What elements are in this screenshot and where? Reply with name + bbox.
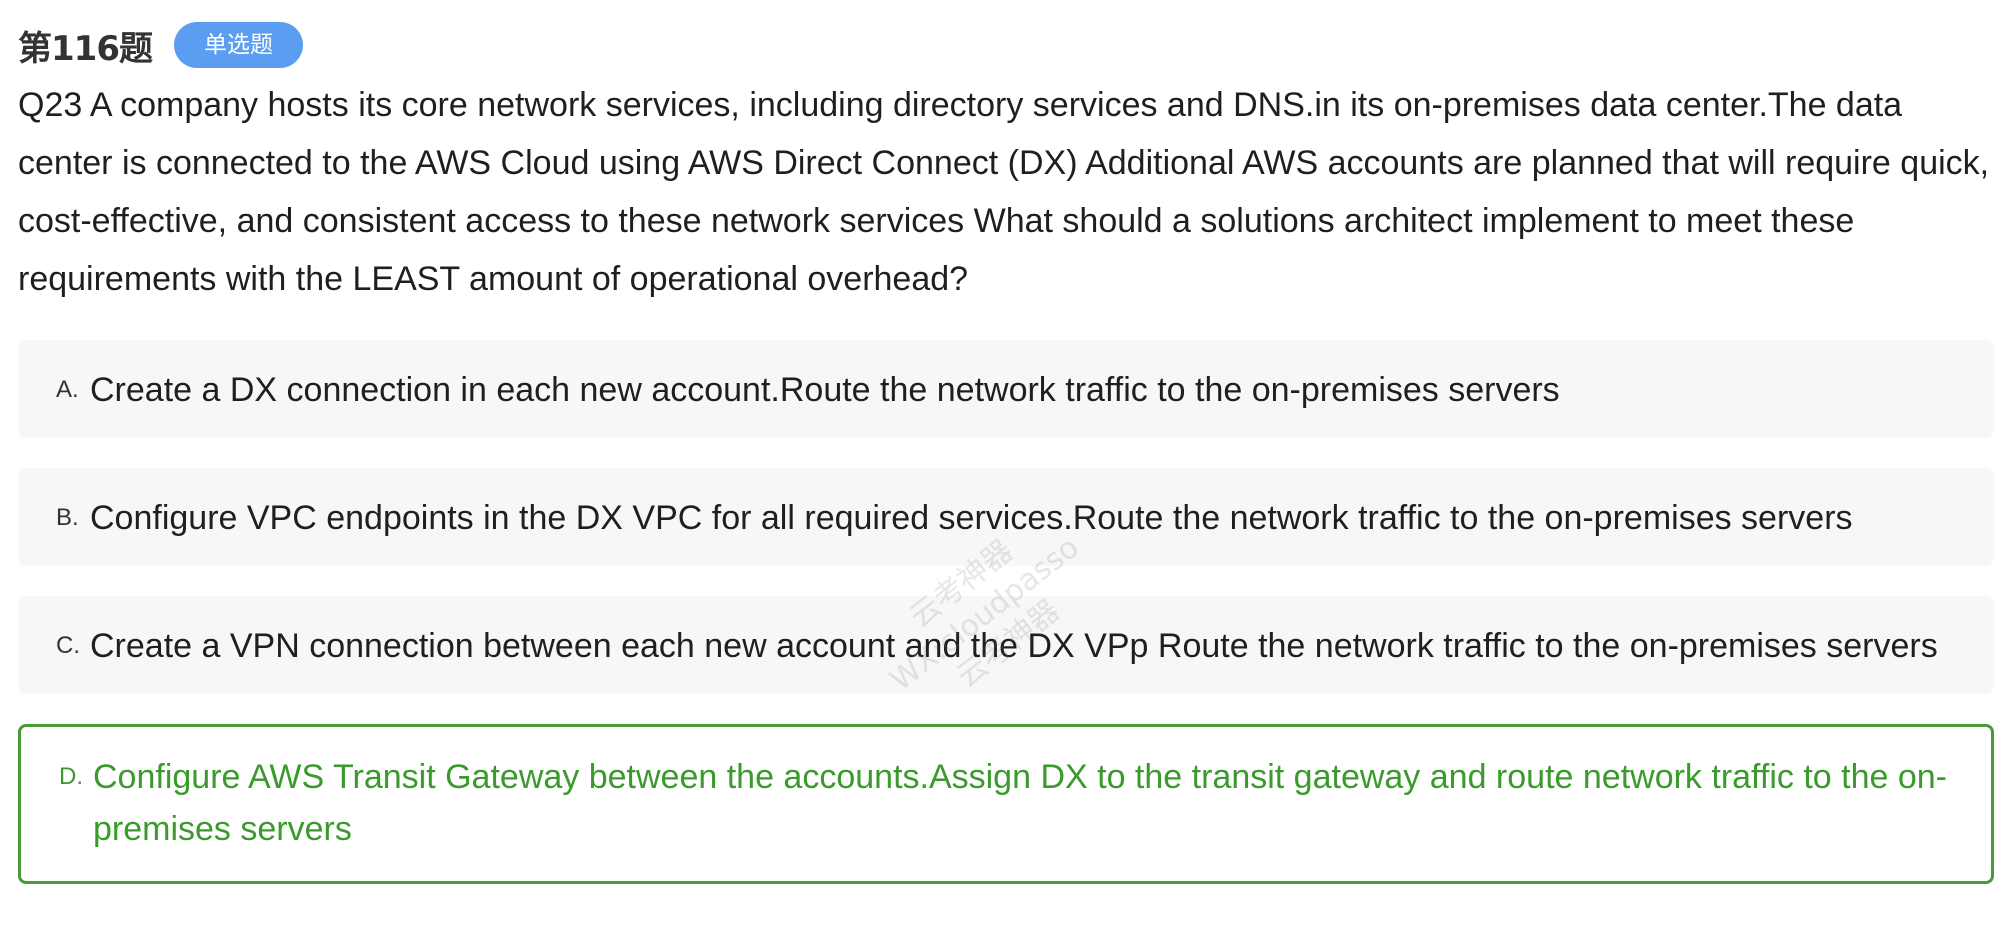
option-letter: A. bbox=[56, 376, 79, 403]
option-text: Configure VPC endpoints in the DX VPC fo… bbox=[90, 499, 1853, 537]
options-list: A. Create a DX connection in each new ac… bbox=[18, 340, 1994, 884]
question-number: 第116题 bbox=[18, 28, 153, 69]
option-a[interactable]: A. Create a DX connection in each new ac… bbox=[18, 340, 1994, 438]
option-letter: C. bbox=[56, 632, 80, 659]
question-header: 第116题 单选题 bbox=[18, 22, 1994, 69]
option-letter: B. bbox=[56, 504, 79, 531]
option-c[interactable]: C. Create a VPN connection between each … bbox=[18, 596, 1994, 694]
question-type-badge: 单选题 bbox=[173, 22, 303, 68]
option-d-correct[interactable]: D. Configure AWS Transit Gateway between… bbox=[18, 724, 1994, 884]
question-card: 第116题 单选题 Q23 A company hosts its core n… bbox=[18, 22, 1994, 914]
option-letter: D. bbox=[59, 763, 83, 790]
option-text: Create a DX connection in each new accou… bbox=[90, 371, 1560, 409]
option-b[interactable]: B. Configure VPC endpoints in the DX VPC… bbox=[18, 468, 1994, 566]
option-text: Create a VPN connection between each new… bbox=[90, 627, 1938, 665]
option-text: Configure AWS Transit Gateway between th… bbox=[93, 758, 1947, 848]
question-text: Q23 A company hosts its core network ser… bbox=[18, 86, 1990, 298]
